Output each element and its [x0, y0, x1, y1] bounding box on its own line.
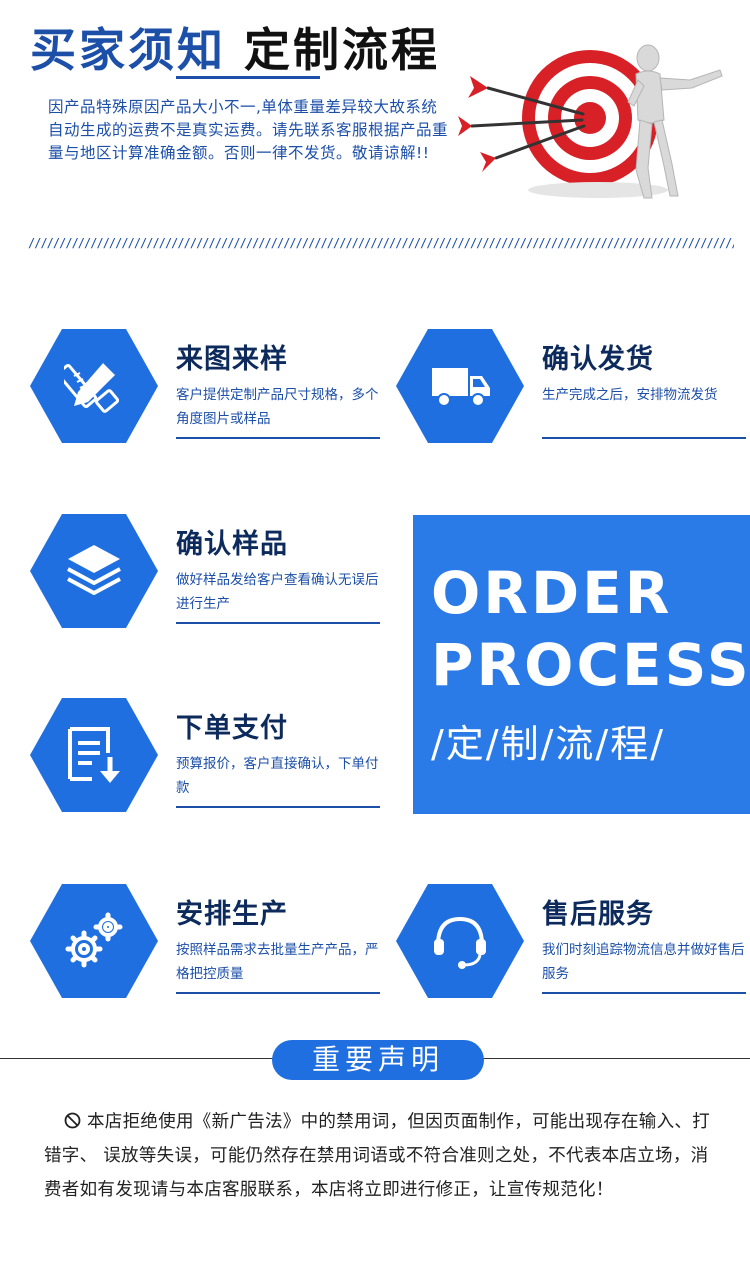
- step-title: 确认样品: [176, 529, 288, 560]
- title-underline: [176, 76, 320, 79]
- step-underline: [542, 992, 746, 994]
- pencil-ruler-icon: [64, 360, 120, 413]
- step-description: 做好样品发给客户查看确认无误后进行生产: [176, 572, 379, 612]
- step-hexagon: [396, 884, 524, 998]
- step-description: 预算报价，客户直接确认，下单付款: [176, 756, 379, 796]
- step-underline: [176, 622, 380, 624]
- step-send-sample: 来图来样 客户提供定制产品尺寸规格，多个角度图片或样品: [30, 329, 380, 444]
- shipping-notice: 因产品特殊原因产品大小不一,单体重量差异较大故系统自动生成的运费不是真实运费。请…: [48, 98, 449, 162]
- step-title: 下单支付: [176, 713, 288, 744]
- step-hexagon: [30, 329, 158, 443]
- headset-icon: [434, 916, 486, 969]
- step-confirm-shipping: 确认发货 生产完成之后，安排物流发货: [396, 329, 746, 444]
- step-arrange-production: 安排生产 按照样品需求去批量生产产品，严格把控质量: [30, 884, 380, 999]
- step-description: 生产完成之后，安排物流发货: [542, 387, 718, 403]
- step-description: 按照样品需求去批量生产产品，严格把控质量: [176, 942, 379, 982]
- order-heading-line2: PROCESS: [431, 631, 750, 699]
- title-custom-process: 定制流程: [244, 23, 440, 77]
- step-title: 安排生产: [176, 899, 288, 930]
- step-description: 我们时刻追踪物流信息并做好售后服务: [542, 942, 745, 982]
- step-underline: [542, 437, 746, 439]
- step-title: 售后服务: [542, 899, 654, 930]
- order-process-banner: ORDER PROCESS /定/制/流/程/: [413, 515, 750, 814]
- step-order-payment: 下单支付 预算报价，客户直接确认，下单付款: [30, 698, 380, 813]
- step-underline: [176, 806, 380, 808]
- step-hexagon: [30, 698, 158, 812]
- statement-text: 本店拒绝使用《新广告法》中的禁用词，但因页面制作，可能出现存在输入、打错字、 误…: [44, 1112, 710, 1200]
- step-confirm-sample: 确认样品 做好样品发给客户查看确认无误后进行生产: [30, 514, 380, 629]
- title-buyer-notice: 买家须知: [30, 23, 226, 77]
- step-title: 确认发货: [542, 344, 654, 375]
- prohibited-icon: [64, 1112, 81, 1129]
- step-hexagon: [30, 884, 158, 998]
- statement-body: 本店拒绝使用《新广告法》中的禁用词，但因页面制作，可能出现存在输入、打错字、 误…: [44, 1105, 724, 1207]
- step-hexagon: [396, 329, 524, 443]
- step-underline: [176, 992, 380, 994]
- step-hexagon: [30, 514, 158, 628]
- order-heading-line1: ORDER: [431, 559, 673, 627]
- page-title: 买家须知定制流程: [30, 14, 440, 80]
- target-figure-illustration: [458, 44, 723, 199]
- document-download-icon: [68, 727, 120, 783]
- order-subheading: /定/制/流/程/: [431, 722, 666, 766]
- slash-divider: ////////////////////////////////////////…: [28, 236, 734, 250]
- step-underline: [176, 437, 380, 439]
- truck-icon: [432, 368, 490, 407]
- step-description: 客户提供定制产品尺寸规格，多个角度图片或样品: [176, 387, 379, 427]
- gears-icon: [65, 912, 123, 968]
- step-after-sales: 售后服务 我们时刻追踪物流信息并做好售后服务: [396, 884, 746, 999]
- statement-title: 重要声明: [272, 1040, 484, 1080]
- step-title: 来图来样: [176, 344, 288, 375]
- layers-icon: [67, 545, 121, 595]
